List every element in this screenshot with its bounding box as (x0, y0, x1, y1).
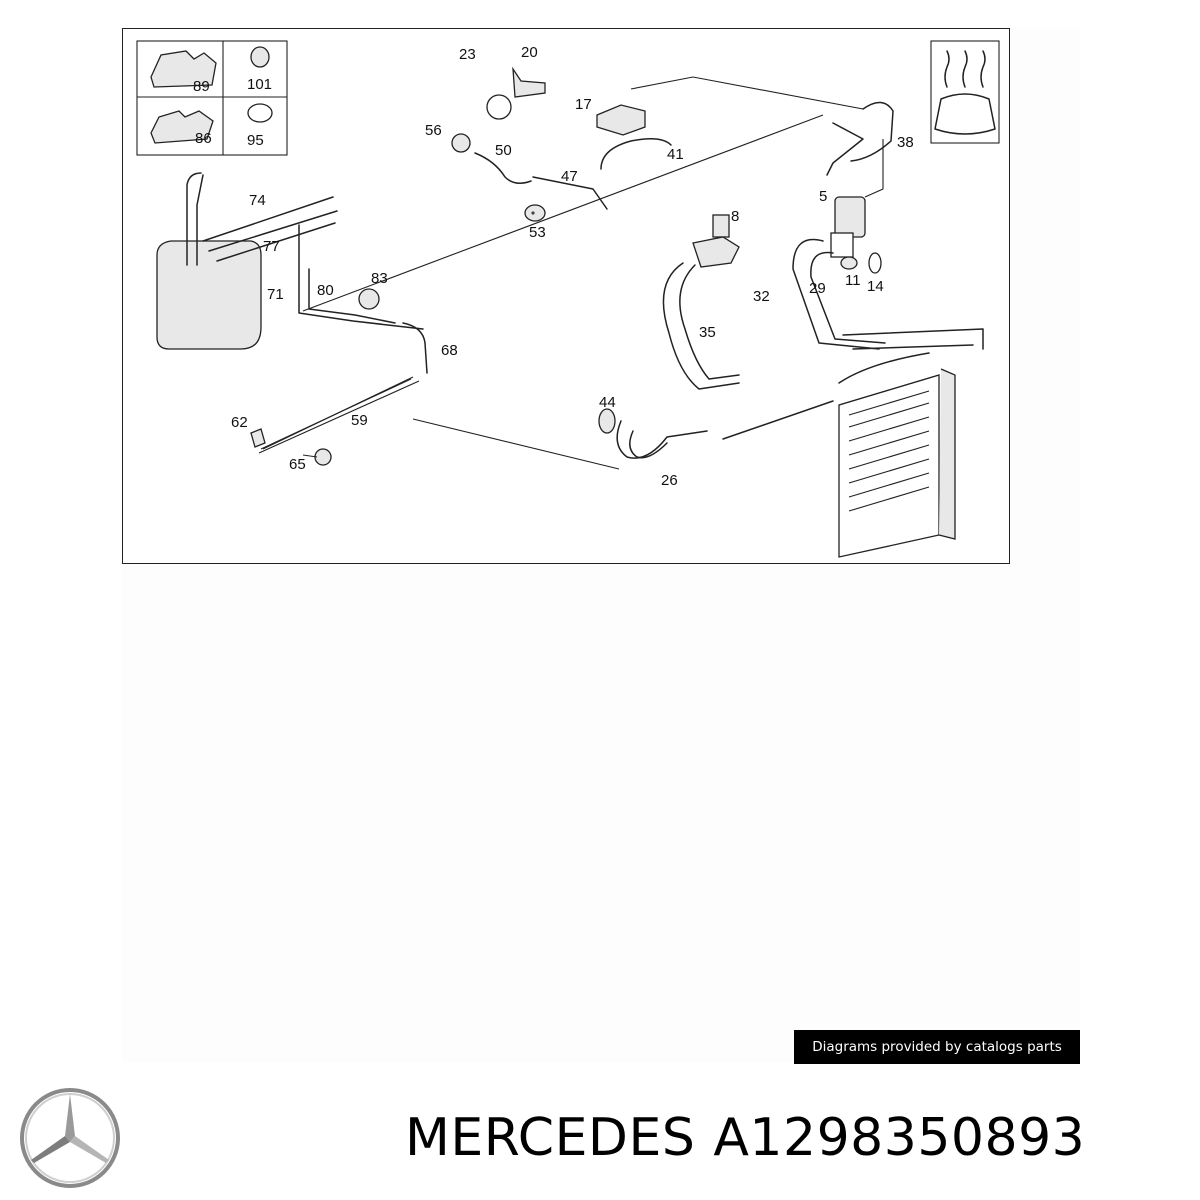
mercedes-star-logo (20, 1088, 120, 1188)
callout-label: 14 (867, 278, 884, 295)
callout-label: 80 (317, 282, 334, 299)
grommet-101-icon (250, 46, 270, 68)
hose-35 (662, 262, 740, 390)
callout-label: 11 (845, 272, 861, 289)
heater-core (838, 368, 956, 558)
hose-clip-95-icon (247, 103, 273, 123)
callout-label: 29 (809, 280, 826, 297)
callout-label: 35 (699, 324, 716, 341)
windshield-defrost-icon (934, 93, 996, 135)
callout-label: 17 (575, 96, 592, 113)
part-title: MERCEDES A1298350893 (405, 1108, 1195, 1168)
callout-label: 95 (247, 132, 264, 149)
callout-label: 8 (731, 208, 739, 225)
callout-labels: 89 101 86 95 23 20 17 56 50 47 41 38 5 7… (193, 44, 914, 489)
valve-5 (830, 139, 884, 274)
callout-label: 62 (231, 414, 248, 431)
parts-diagram-frame: 89 101 86 95 23 20 17 56 50 47 41 38 5 7… (122, 28, 1010, 564)
callout-label: 86 (195, 130, 212, 147)
grommet-83-icon (358, 288, 380, 310)
callout-label: 83 (371, 270, 388, 287)
grommet-44-icon (598, 408, 616, 434)
callout-label: 77 (263, 238, 280, 255)
callout-label: 71 (267, 286, 284, 303)
defrost-symbol-inset (930, 40, 1000, 144)
callout-label: 74 (249, 192, 266, 209)
callout-label: 23 (459, 46, 476, 63)
parts-diagram: 89 101 86 95 23 20 17 56 50 47 41 38 5 7… (136, 40, 1000, 558)
clamp-89-icon (150, 50, 217, 88)
brand-name: MERCEDES (405, 1108, 696, 1168)
credit-badge: Diagrams provided by catalogs parts (794, 1030, 1080, 1064)
callout-label: 53 (529, 224, 546, 241)
callout-label: 59 (351, 412, 368, 429)
callout-label: 44 (599, 394, 616, 411)
callout-label: 101 (247, 76, 272, 93)
callout-label: 32 (753, 288, 770, 305)
callout-label: 68 (441, 342, 458, 359)
callout-label: 20 (521, 44, 538, 61)
part-number: A1298350893 (713, 1108, 1086, 1168)
expansion-tank (156, 172, 262, 350)
callout-label: 89 (193, 78, 210, 95)
callout-label: 50 (495, 142, 512, 159)
callout-label: 41 (667, 146, 684, 163)
callout-label: 47 (561, 168, 578, 185)
callout-label: 5 (819, 188, 827, 205)
callout-label: 65 (289, 456, 306, 473)
callout-label: 26 (661, 472, 678, 489)
callout-label: 38 (897, 134, 914, 151)
callout-label: 56 (425, 122, 442, 139)
clamp-86-icon (150, 110, 214, 144)
small-parts-inset (136, 40, 288, 156)
valve-8 (692, 214, 740, 268)
valve-cluster-top (451, 66, 672, 222)
